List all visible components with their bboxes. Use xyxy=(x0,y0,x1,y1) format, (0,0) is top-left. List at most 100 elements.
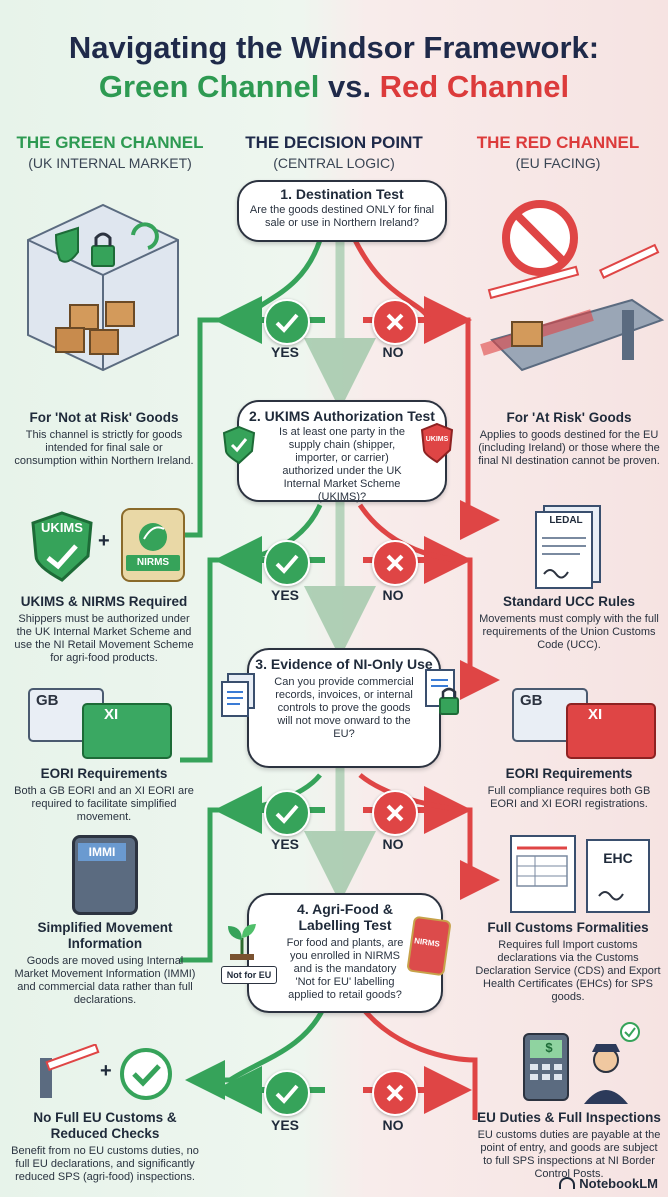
green-item-1-body: This channel is strictly for goods inten… xyxy=(14,429,194,467)
xi-eori-card xyxy=(82,703,172,759)
evidence-test-box: 3. Evidence of NI-Only Use Can you provi… xyxy=(247,648,441,768)
green-item-5-title: No Full EU Customs & Reduced Checks xyxy=(33,1110,177,1141)
red-column-subtitle: (EU FACING) xyxy=(515,155,601,171)
ukims-shield-text: UKIMS xyxy=(41,520,83,535)
green-item-1: For 'Not at Risk' Goods This channel is … xyxy=(14,410,194,468)
green-item-5: No Full EU Customs & Reduced Checks Bene… xyxy=(10,1110,200,1184)
padlock-document-icon xyxy=(425,669,459,715)
plus-sign-1: + xyxy=(98,530,110,552)
border-barrier-icon xyxy=(480,200,665,372)
plus-sign-2: + xyxy=(100,1060,112,1082)
green-item-3: EORI Requirements Both a GB EORI and an … xyxy=(14,766,194,824)
no-cross-icon-4 xyxy=(372,1070,418,1116)
no-cross-icon-2 xyxy=(372,540,418,586)
yes-check-icon-2 xyxy=(264,540,310,586)
yes-check-icon-1 xyxy=(264,299,310,345)
red-item-2-title: Standard UCC Rules xyxy=(502,594,636,609)
yes-label-1: YES xyxy=(270,344,299,360)
nirms-tag: NIRMS xyxy=(126,555,180,571)
title-line-2: Green Channel vs. Red Channel xyxy=(0,67,668,106)
green-shield-icon xyxy=(222,425,256,465)
ukims-red-shield-icon xyxy=(420,422,454,464)
no-label-4: NO xyxy=(382,1117,404,1133)
test-4-title: 4. Agri-Food & Labelling Test xyxy=(297,901,393,933)
red-item-1-body: Applies to goods destined for the EU (in… xyxy=(478,429,660,467)
title-green: Green Channel xyxy=(98,69,320,104)
red-item-5: EU Duties & Full Inspections EU customs … xyxy=(476,1110,662,1181)
test-2-title: 2. UKIMS Authorization Test xyxy=(249,408,435,424)
red-item-3-body: Full compliance requires both GB EORI an… xyxy=(487,785,651,810)
test-4-body: For food and plants, are you enrolled in… xyxy=(286,937,404,1001)
red-item-4-title: Full Customs Formalities xyxy=(487,920,649,935)
ukims-shield-label: UKIMS xyxy=(425,436,449,443)
no-cross-icon-1 xyxy=(372,299,418,345)
ukims-test-box: 2. UKIMS Authorization Test Is at least … xyxy=(237,400,447,503)
test-2-body: Is at least one party in the supply chai… xyxy=(279,426,405,503)
footer-text: NotebookLM xyxy=(579,1176,658,1191)
red-item-5-title: EU Duties & Full Inspections xyxy=(477,1110,661,1125)
title-red: Red Channel xyxy=(379,69,570,104)
not-for-eu-label: Not for EU xyxy=(221,966,277,984)
red-item-4-body: Requires full Import customs declaration… xyxy=(475,939,661,1003)
green-item-3-body: Both a GB EORI and an XI EORI are requir… xyxy=(14,785,194,823)
page-title: Navigating the Windsor Framework: Green … xyxy=(0,28,668,106)
red-column-title: THE RED CHANNEL xyxy=(476,133,640,152)
no-label-2: NO xyxy=(382,587,404,603)
dollar-sign: $ xyxy=(545,1040,553,1055)
ehc-label: EHC xyxy=(603,850,633,866)
title-vs: vs. xyxy=(319,69,380,104)
red-item-3: EORI Requirements Full compliance requir… xyxy=(476,766,662,811)
payment-terminal-officer-icon xyxy=(523,1022,640,1104)
green-item-2: UKIMS & NIRMS Required Shippers must be … xyxy=(10,594,198,665)
green-item-4: Simplified Movement Information Goods ar… xyxy=(10,920,200,1007)
green-item-3-title: EORI Requirements xyxy=(40,766,168,781)
red-item-1: For 'At Risk' Goods Applies to goods des… xyxy=(476,410,662,468)
notebooklm-footer: NotebookLM xyxy=(559,1176,658,1191)
seedling-icon xyxy=(228,924,256,960)
test-3-title: 3. Evidence of NI-Only Use xyxy=(255,656,433,672)
red-item-5-body: EU customs duties are payable at the poi… xyxy=(477,1129,661,1180)
nirms-pack-illustration xyxy=(121,508,185,582)
barrier-check-icon xyxy=(40,1044,172,1100)
green-item-2-body: Shippers must be authorized under the UK… xyxy=(14,613,194,664)
title-line-1: Navigating the Windsor Framework: xyxy=(68,30,600,65)
green-column-title: THE GREEN CHANNEL xyxy=(16,133,204,152)
notebooklm-logo-icon xyxy=(559,1177,576,1189)
center-column-title: THE DECISION POINT xyxy=(245,133,423,152)
gb-card-label: GB xyxy=(36,692,59,709)
red-xi-eori-card xyxy=(566,703,656,759)
green-item-4-body: Goods are moved using Internal Market Mo… xyxy=(14,955,196,1006)
green-item-1-title: For 'Not at Risk' Goods xyxy=(29,410,179,425)
green-column-subtitle: (UK INTERNAL MARKET) xyxy=(28,155,192,171)
test-1-title: 1. Destination Test xyxy=(280,186,404,202)
immi-screen-label: IMMI xyxy=(78,843,126,861)
green-column-header: THE GREEN CHANNEL (UK INTERNAL MARKET) xyxy=(0,133,220,173)
red-item-3-title: EORI Requirements xyxy=(505,766,633,781)
yes-label-3: YES xyxy=(270,836,299,852)
no-cross-icon-3 xyxy=(372,790,418,836)
red-item-4: Full Customs Formalities Requires full I… xyxy=(472,920,664,1004)
green-item-2-title: UKIMS & NIRMS Required xyxy=(20,594,188,609)
red-item-2: Standard UCC Rules Movements must comply… xyxy=(476,594,662,652)
no-label-1: NO xyxy=(382,344,404,360)
test-1-body: Are the goods destined ONLY for final sa… xyxy=(249,204,435,229)
ukims-shield-icon xyxy=(31,511,93,582)
xi-card-label: XI xyxy=(104,706,119,723)
documents-icon xyxy=(221,673,255,717)
red-column-header: THE RED CHANNEL (EU FACING) xyxy=(448,133,668,173)
yes-check-icon-4 xyxy=(264,1070,310,1116)
red-item-2-body: Movements must comply with the full requ… xyxy=(479,613,659,651)
red-xi-card-label: XI xyxy=(588,706,603,723)
center-column-header: THE DECISION POINT (CENTRAL LOGIC) xyxy=(224,133,444,173)
customs-forms-icon xyxy=(510,835,650,913)
center-column-subtitle: (CENTRAL LOGIC) xyxy=(273,155,395,171)
legal-document-label: LEDAL xyxy=(549,515,583,526)
secure-room-icon xyxy=(27,203,179,372)
red-item-1-title: For 'At Risk' Goods xyxy=(506,410,632,425)
test-3-body: Can you provide commercial records, invo… xyxy=(274,676,414,740)
green-item-5-body: Benefit from no EU customs duties, no fu… xyxy=(11,1145,199,1183)
red-gb-card-label: GB xyxy=(520,692,543,709)
yes-check-icon-3 xyxy=(264,790,310,836)
no-label-3: NO xyxy=(382,836,404,852)
